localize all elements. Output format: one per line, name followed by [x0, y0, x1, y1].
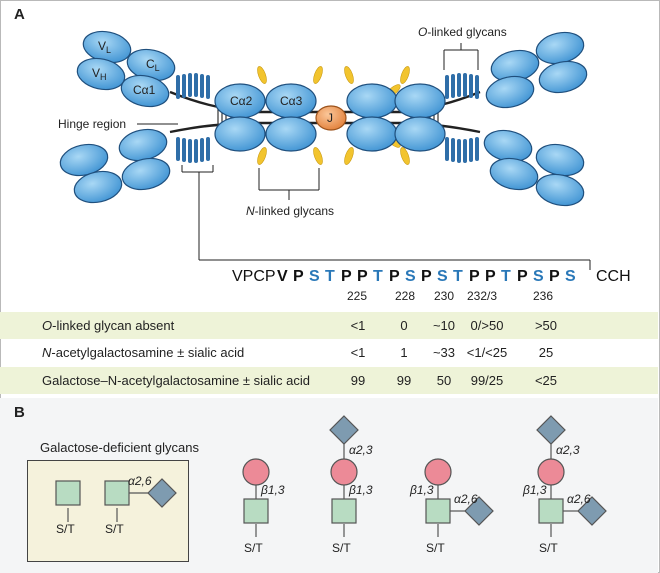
value-232-3: 99/25 [470, 373, 504, 388]
row-label: O-linked glycan absent [42, 318, 175, 333]
value-236: <25 [534, 373, 558, 388]
sequence-residue: P [549, 268, 560, 285]
o-glycan-bracket [443, 43, 479, 70]
table-row: O-linked glycan absent <1 0 ~10 0/>50 >5… [0, 312, 658, 339]
value-230: ~10 [432, 318, 456, 333]
j-chain [315, 105, 347, 131]
sequence-residue: T [453, 268, 463, 285]
value-228: 1 [400, 345, 408, 360]
position-236: 236 [533, 289, 554, 303]
value-232-3: 0/>50 [470, 318, 504, 333]
value-225: 99 [350, 373, 366, 388]
sequence-residue: S [565, 268, 576, 285]
sequence-residue: S [437, 268, 448, 285]
table-row: Galactose–N-acetylgalactosamine ± sialic… [0, 367, 658, 394]
ca3-label: Cα3 [280, 94, 303, 108]
sequence-residue: T [325, 268, 335, 285]
position-232-3: 232/3 [467, 289, 498, 303]
sequence-residue: P [293, 268, 304, 285]
value-230: ~33 [432, 345, 456, 360]
vl-label: VL [98, 39, 111, 55]
o-linked-glycans-label: O-linked glycans [418, 25, 507, 39]
vh-label: VH [92, 66, 107, 82]
immunoglobulin-domains [59, 30, 588, 207]
value-228: 99 [396, 373, 412, 388]
sequence-residue: T [501, 268, 511, 285]
sequence-residue: S [533, 268, 544, 285]
panel-label-b: B [14, 404, 25, 421]
row-label: N-acetylgalactosamine ± sialic acid [42, 345, 245, 360]
n-linked-glycans-label: N-linked glycans [246, 204, 334, 218]
sequence-bracket [181, 165, 591, 270]
ca2-label: Cα2 [230, 94, 253, 108]
o-glycan-stripes [176, 73, 479, 163]
value-228: 0 [400, 318, 408, 333]
position-230: 230 [434, 289, 455, 303]
hinge-region-label: Hinge region [58, 117, 126, 131]
sequence-residue: P [421, 268, 432, 285]
iga1-diagram: VL VH CL Cα1 Cα2 Cα3 J Hinge region O-li… [58, 25, 591, 270]
sequence-residue: P [389, 268, 400, 285]
sequence-suffix: CCH [596, 268, 631, 285]
value-236: 25 [538, 345, 554, 360]
sequence-residue: S [405, 268, 416, 285]
row-label: Galactose–N-acetylgalactosamine ± sialic… [42, 373, 310, 388]
j-label: J [327, 111, 333, 125]
sequence-residue: P [357, 268, 368, 285]
sequence-residue: P [469, 268, 480, 285]
position-228: 228 [395, 289, 416, 303]
panel-label-a: A [14, 6, 25, 23]
value-225: <1 [350, 345, 366, 360]
sequence-residue: V [277, 268, 288, 285]
ca1-label: Cα1 [133, 83, 156, 97]
sequence-residue: P [485, 268, 496, 285]
sequence-prefix: VPCP [232, 268, 276, 285]
galactose-deficient-box [27, 460, 189, 562]
sequence-residue: S [309, 268, 320, 285]
n-glycan-bracket [258, 168, 320, 200]
sequence-residue: T [373, 268, 383, 285]
value-230: 50 [436, 373, 452, 388]
sequence-residue: P [517, 268, 528, 285]
table-row: N-acetylgalactosamine ± sialic acid <1 1… [0, 339, 658, 366]
value-232-3: <1/<25 [466, 345, 508, 360]
value-225: <1 [350, 318, 366, 333]
galactose-deficient-title: Galactose-deficient glycans [40, 440, 199, 455]
position-225: 225 [347, 289, 368, 303]
value-236: >50 [534, 318, 558, 333]
sequence-residue: P [341, 268, 352, 285]
cl-label: CL [146, 57, 160, 73]
